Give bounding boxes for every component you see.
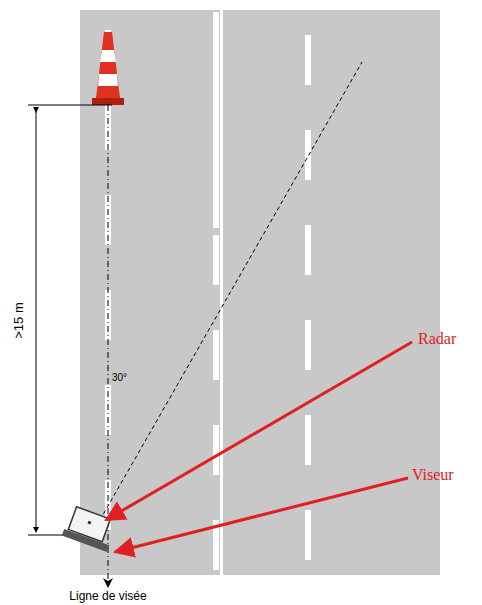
beam-line — [100, 62, 362, 520]
radar-device — [62, 505, 118, 551]
callout-arrow — [106, 342, 412, 520]
dimension-label: >15 m — [11, 302, 26, 339]
callout-label: Radar — [418, 330, 456, 348]
axis-label: Ligne de visée — [69, 589, 146, 603]
callout-label: Viseur — [412, 466, 454, 484]
sight-line — [108, 105, 109, 582]
road-lane-left — [80, 10, 220, 575]
angle-label: 30° — [112, 372, 127, 383]
callout-arrow — [115, 478, 408, 552]
dimension-arrow — [36, 110, 37, 530]
sight-arrow — [103, 578, 113, 588]
lane-dashes — [305, 35, 311, 575]
center-line — [213, 12, 219, 228]
traffic-cone — [92, 32, 124, 105]
dimension-line — [28, 105, 112, 106]
lane-dashes — [213, 235, 219, 575]
road-lane-right — [223, 10, 440, 575]
